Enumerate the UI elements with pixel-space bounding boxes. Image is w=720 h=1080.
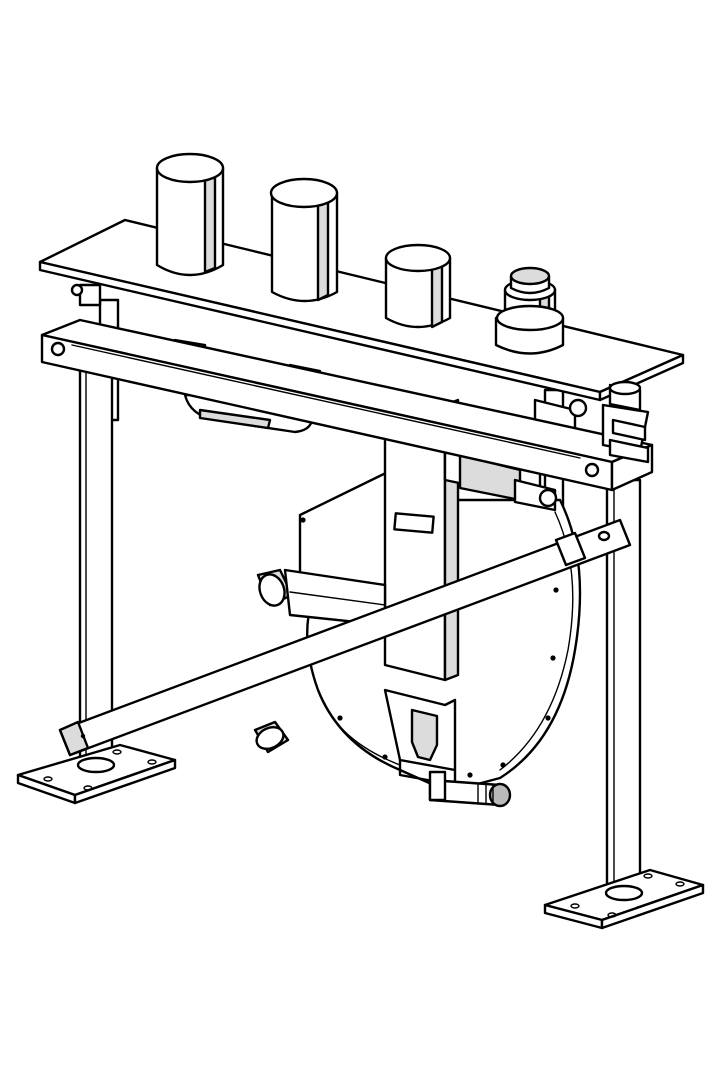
outlet-cylinders xyxy=(155,152,565,355)
left-leg xyxy=(78,353,114,767)
left-floor-foot xyxy=(16,743,177,805)
flex-hose xyxy=(233,568,387,754)
diagonal-brace xyxy=(58,518,632,757)
outlet-spout xyxy=(428,770,512,808)
right-floor-foot xyxy=(543,868,705,930)
right-connector-nut xyxy=(601,380,650,464)
front-crossbar xyxy=(40,318,654,492)
